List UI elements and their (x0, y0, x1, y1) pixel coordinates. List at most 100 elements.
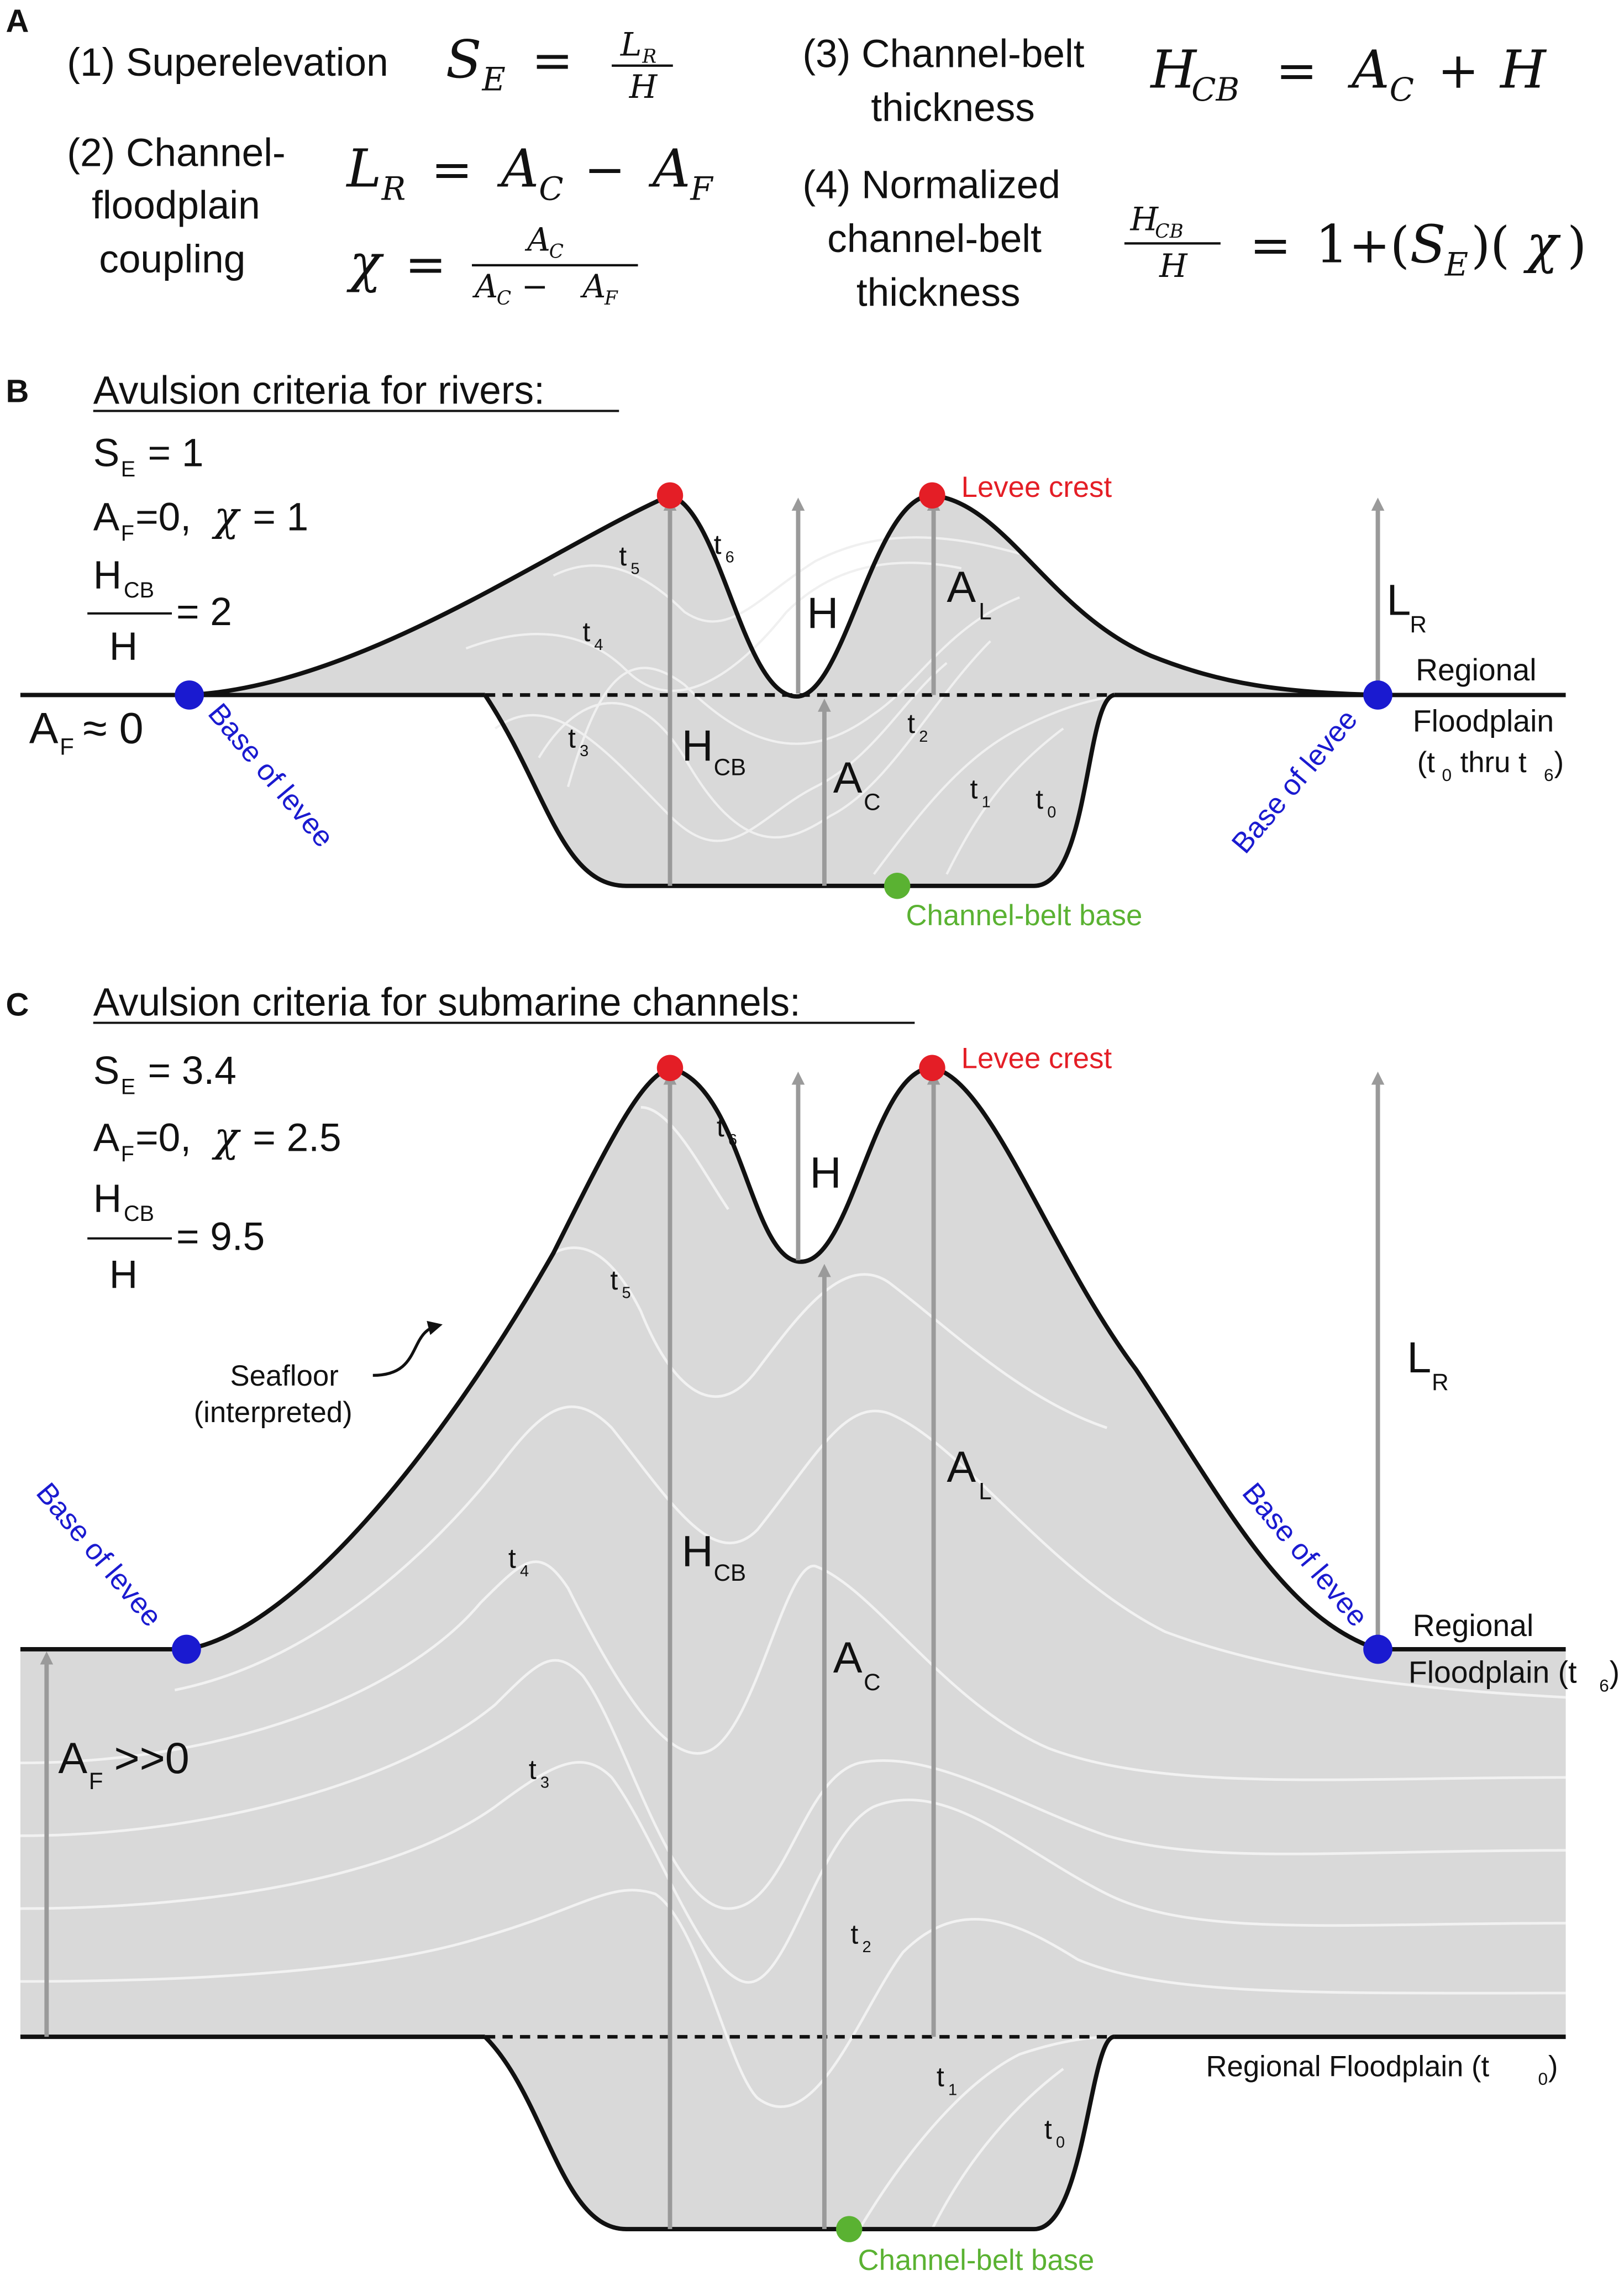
river-hcb-sym: H (682, 721, 713, 770)
river-t6-t: t (714, 529, 722, 560)
river-al-sub: L (979, 598, 991, 624)
river-channel-belt-base-dot (884, 873, 911, 899)
submarine-af-sub: F (121, 1142, 134, 1166)
submarine-regional-top-label: Regional Floodplain (t 6 ) (1408, 1608, 1620, 1695)
eq3-a-sub: C (1390, 71, 1414, 108)
eq3-label-line2: thickness (871, 86, 1035, 130)
river-time-line-6 (873, 695, 1115, 875)
river-stat-af: A F =0, χ = 1 (93, 493, 309, 546)
river-channel-belt-base-label: Channel-belt base (906, 899, 1143, 932)
eq2-chi-den-b-sub: F (604, 287, 618, 310)
river-regional-line3a: (t (1417, 746, 1436, 779)
eq2-formula-chi: χ = A C A C − A F (346, 221, 638, 310)
eq1-lhs: S (446, 29, 482, 90)
eq2-label-line2: floodplain (92, 184, 260, 228)
submarine-stat-se: S E = 3.4 (93, 1049, 236, 1099)
submarine-time-line-3 (20, 1659, 1566, 1910)
submarine-regional-bottom-label: Regional Floodplain (t 0 ) (1206, 2050, 1558, 2089)
eq4-chi: χ (1523, 214, 1561, 275)
river-t2-n: 2 (919, 728, 928, 746)
eq3-lhs: H (1149, 39, 1197, 100)
river-af-sub: F (121, 521, 134, 546)
river-base-levee-left-dot (175, 680, 204, 710)
eq4-den: H (1159, 247, 1188, 285)
submarine-af-sym: A (93, 1116, 120, 1160)
river-t4-t: t (582, 616, 590, 647)
eq4-num: H (1129, 201, 1159, 238)
submarine-t2-n: 2 (862, 1938, 871, 1956)
river-al-sym: A (947, 562, 976, 611)
eq2-chi-equals: = (405, 236, 446, 293)
river-regional-line3e: ) (1554, 746, 1564, 779)
submarine-time-lines (20, 1106, 1566, 2230)
panel-a-letter: A (6, 4, 29, 39)
seafloor-label-line1: Seafloor (230, 1360, 338, 1392)
river-hcb-val: = 2 (176, 590, 232, 634)
submarine-t1-n: 1 (948, 2081, 957, 2099)
eq1-den: H (629, 68, 658, 106)
submarine-levee-crest-right-dot (919, 1055, 945, 1081)
river-t6-n: 6 (726, 549, 734, 567)
river-levee-crest-right-dot (919, 482, 945, 509)
eq4-plus: +( (1349, 217, 1410, 275)
panel-b: B Avulsion criteria for rivers: (6, 369, 1566, 932)
eq1-num: L (620, 25, 642, 63)
river-al-label: A L (947, 562, 991, 625)
river-regional-line3b: 0 (1442, 765, 1452, 785)
submarine-al-label: A L (947, 1442, 991, 1504)
river-regional-line3c: thru t (1452, 746, 1527, 779)
eq3-formula: H CB = A C + H (1149, 39, 1547, 108)
panel-c: C Avulsion criteria for submarine channe… (6, 981, 1620, 2276)
submarine-af-big-val: >>0 (102, 1733, 190, 1782)
submarine-levee-crest-left-dot (656, 1055, 684, 1081)
river-af-val: =0, (135, 496, 191, 539)
river-t1-n: 1 (982, 793, 991, 811)
submarine-af-big-sub: F (89, 1768, 103, 1794)
eq2-equals: = (431, 141, 472, 199)
panel-c-letter: C (6, 987, 29, 1023)
eq2-label-line3: coupling (99, 238, 245, 281)
submarine-regional-bottom-line: Regional Floodplain (t (1206, 2050, 1490, 2083)
submarine-time-line-1 (20, 1889, 1566, 2108)
submarine-af-big-sym: A (58, 1733, 87, 1782)
eq2-chi-den-minus: − (522, 268, 549, 305)
submarine-ac-sym: A (833, 1633, 863, 1682)
eq2-chi: χ (346, 233, 385, 294)
submarine-stat-af: A F =0, χ = 2.5 (93, 1113, 341, 1166)
river-stat-se: S E = 1 (93, 432, 204, 481)
submarine-af-chi: χ (211, 1113, 241, 1161)
eq4-label-line1: (4) Normalized (802, 164, 1060, 207)
submarine-seafloor-outline (186, 1066, 1379, 1651)
submarine-ac-label: A C (833, 1633, 881, 1695)
submarine-af-chi-val: = 2.5 (242, 1116, 341, 1160)
submarine-t3-n: 3 (540, 1774, 549, 1791)
eq2-minus: − (584, 141, 626, 199)
panel-c-title: Avulsion criteria for submarine channels… (93, 981, 801, 1024)
river-time-line-2 (538, 640, 991, 839)
eq2-b-sub: F (690, 170, 713, 207)
submarine-arrows (40, 1071, 1385, 2230)
river-t3-n: 3 (580, 742, 588, 760)
river-af-chi: χ (211, 493, 241, 541)
river-af-approx-val: ≈ 0 (83, 703, 143, 752)
submarine-time-line-5 (174, 1405, 1566, 1699)
river-t5-n: 5 (630, 560, 639, 578)
submarine-base-of-levee-left-label: Base of levee (30, 1477, 168, 1633)
river-ac-sym: A (833, 753, 863, 802)
river-base-of-levee-left-label: Base of levee (202, 698, 340, 854)
submarine-hcb-den: H (109, 1253, 138, 1297)
eq3-plus: + (1438, 42, 1479, 99)
river-time-line-1 (494, 662, 948, 842)
eq2-chi-num: A (524, 221, 550, 259)
eq3-label: (3) Channel-belt thickness (802, 32, 1084, 130)
river-af-approx-sym: A (29, 703, 59, 752)
river-levee-fill (189, 495, 1378, 697)
eq2-label-line1: (2) Channel- (67, 132, 285, 175)
